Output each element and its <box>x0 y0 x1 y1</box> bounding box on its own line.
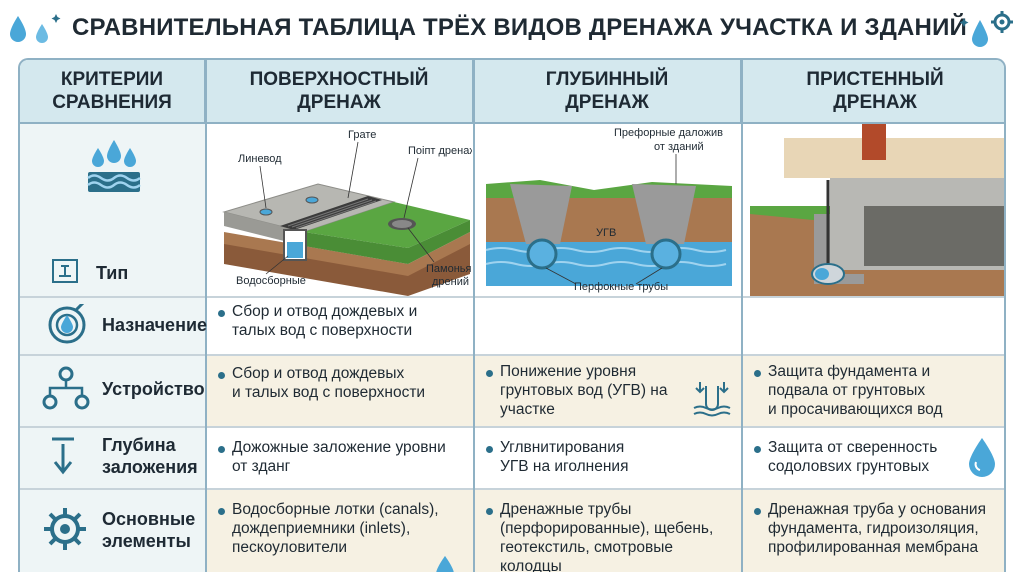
svg-text:дрений: дрений <box>432 276 469 288</box>
svg-text:Водосборные: Водосборные <box>236 275 306 287</box>
gears-network-icon <box>42 366 90 410</box>
bullet <box>486 370 493 377</box>
divider <box>741 60 743 572</box>
title-bar: СРАВНИТЕЛЬНАЯ ТАБЛИЦА ТРЁХ ВИДОВ ДРЕНАЖА… <box>0 0 1024 56</box>
wall-drainage-illustration <box>744 124 1004 296</box>
groundwater-level-icon <box>693 382 731 417</box>
criteria-label-type: Тип <box>96 263 129 283</box>
bullet <box>754 508 761 515</box>
svg-text:Линевод: Линевод <box>238 153 282 165</box>
bullet <box>754 370 761 377</box>
bullet <box>218 508 225 515</box>
row-bg-device <box>206 354 1004 426</box>
bullet <box>218 446 225 453</box>
page-title: СРАВНИТЕЛЬНАЯ ТАБЛИЦА ТРЁХ ВИДОВ ДРЕНАЖА… <box>72 14 967 41</box>
depth-arrow-icon <box>52 437 74 475</box>
elements-surface-text: Водосборные лотки (canals),дождеприемник… <box>232 501 439 556</box>
svg-text:Префорные даложив: Префорные даложив <box>614 127 723 139</box>
divider <box>20 354 1004 356</box>
water-drop-icon <box>436 556 454 572</box>
bullet <box>218 372 225 379</box>
divider <box>473 60 475 572</box>
deep-drainage-illustration: Префорные даложив от зданий УГВ Перфокны… <box>476 124 740 296</box>
svg-text:УГВ: УГВ <box>596 227 616 239</box>
row-bg-elements <box>206 488 1004 572</box>
drainage-type-icon <box>52 259 78 283</box>
bullet <box>486 508 493 515</box>
bullet <box>754 446 761 453</box>
divider <box>20 488 1004 490</box>
water-drop-icon <box>959 11 1013 47</box>
svg-text:Памонья: Памонья <box>426 263 472 275</box>
surface-drainage-illustration: Линевод Грате Поіпт дренаж Водосборные П… <box>208 124 472 296</box>
svg-text:от зданий: от зданий <box>654 141 704 153</box>
divider <box>20 122 1004 124</box>
svg-text:Грате: Грате <box>348 129 376 141</box>
bullet <box>486 446 493 453</box>
criteria-cell-depth <box>20 426 206 488</box>
gear-icon <box>44 508 86 550</box>
elements-deep-text: Дренажные трубы(перфорированные), щебень… <box>500 501 714 572</box>
target-drop-icon <box>48 304 86 344</box>
criteria-label-purpose: Назначение <box>102 315 208 335</box>
divider <box>205 60 207 572</box>
svg-text:Поіпт дренаж: Поіпт дренаж <box>408 145 472 157</box>
svg-text:Перфокные трубы: Перфокные трубы <box>574 281 668 293</box>
criteria-label-device: Устройство <box>102 379 205 399</box>
divider <box>20 296 1004 298</box>
water-drops-icon <box>87 140 141 192</box>
water-drop-icon <box>10 14 61 43</box>
divider <box>20 426 1004 428</box>
bullet <box>218 310 225 317</box>
water-drop-icon <box>969 438 995 477</box>
